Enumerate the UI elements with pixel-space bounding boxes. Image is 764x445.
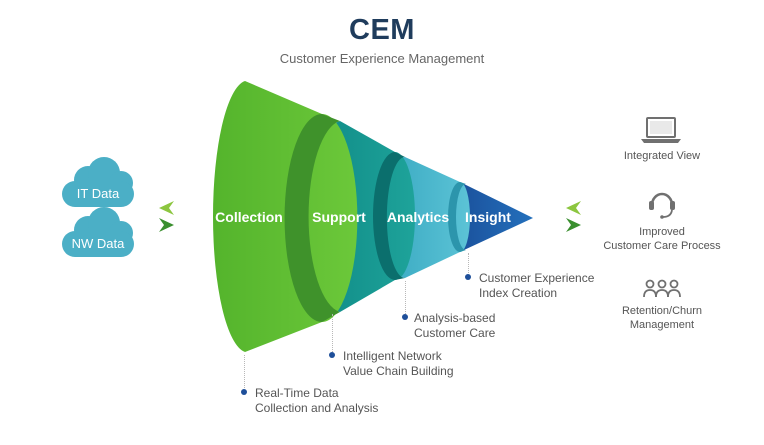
page-title: CEM [349,14,415,46]
laptop-icon [641,117,681,143]
output-customer-care: Improved Customer Care Process [590,225,734,253]
users-icon [643,279,681,298]
note-support: Intelligent Network Value Chain Building [343,349,454,379]
arrow-icon [159,201,174,215]
leader-line [244,355,245,388]
output-customer-care-line2: Customer Care Process [603,240,721,252]
stage-label-collection: Collection [215,209,283,225]
cloud-icon [62,207,134,257]
headset-icon [649,192,675,219]
stage-label-analytics: Analytics [386,209,450,225]
note-support-line1: Intelligent Network [343,349,442,363]
input-label-nw-data: NW Data [71,236,125,251]
stage-label-support: Support [312,209,366,225]
arrow-icon [159,218,174,232]
output-retention-line2: Management [629,319,695,331]
note-collection-line2: Collection and Analysis [255,401,379,415]
output-retention: Retention/Churn Management [590,304,734,332]
note-support-line2: Value Chain Building [343,364,454,378]
note-analytics: Analysis-based Customer Care [414,311,495,341]
output-retention-line1: Retention/Churn [621,305,703,317]
note-insight-line2: Index Creation [479,286,558,300]
arrow-icon [566,218,581,232]
note-analytics-line2: Customer Care [414,326,496,340]
output-integrated-view: Integrated View [590,149,734,163]
stage-insight-shape [454,184,533,250]
note-collection-line1: Real-Time Data [255,386,339,400]
stage-analytics-rim [448,182,466,252]
stage-label-insight: Insight [465,209,511,225]
input-label-it-data: IT Data [76,186,120,201]
note-collection: Real-Time Data Collection and Analysis [255,386,378,416]
bullet-dot [241,389,247,395]
leader-line [332,314,333,352]
leader-line [405,281,406,314]
stage-support-rim [373,152,405,280]
output-integrated-view-line1: Integrated View [623,150,701,162]
note-insight: Customer Experience Index Creation [479,271,594,301]
output-customer-care-line1: Improved [639,226,685,238]
note-analytics-line1: Analysis-based [414,311,496,325]
arrow-icon [566,201,581,215]
note-insight-line1: Customer Experience [479,271,595,285]
page-subtitle: Customer Experience Management [279,51,485,66]
bullet-dot [329,352,335,358]
stage-collection-rim [284,114,340,322]
cloud-icon [62,157,134,207]
bullet-dot [465,274,471,280]
bullet-dot [402,314,408,320]
leader-line [468,253,469,273]
